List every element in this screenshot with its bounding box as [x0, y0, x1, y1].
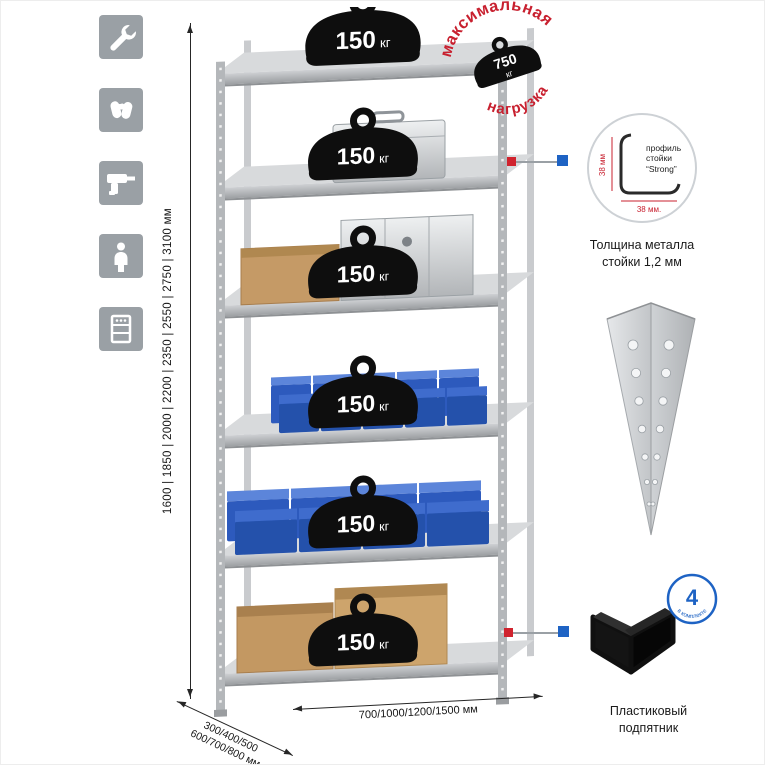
height-dimension-line: [186, 23, 193, 699]
profile-label: “Strong”: [646, 164, 677, 174]
wrench-icon: [99, 15, 143, 59]
profile-label: профиль: [646, 143, 682, 153]
corner-post-image: [606, 302, 696, 536]
svg-text:нагрузка: нагрузка: [481, 79, 557, 127]
profile-dim-vertical: 38 мм: [598, 154, 607, 176]
rack-icon: [99, 307, 143, 351]
callout-marker-blue-bottom: [558, 626, 569, 637]
max-load-stamp: максимальная нагрузка 750 кг: [431, 1, 559, 127]
person-icon: [99, 234, 143, 278]
profile-caption: Толщина металла стойки 1,2 мм: [589, 238, 695, 269]
foot-caption: Пластиковый подпятник: [609, 704, 688, 735]
svg-text:4: 4: [686, 585, 699, 610]
profile-dim-horizontal: 38 мм.: [637, 205, 661, 214]
plastic-foot-image: [590, 608, 676, 675]
profile-detail-circle: 38 мм 38 мм. профиль стойки “Strong”: [587, 113, 697, 223]
callout-line-bottom: [513, 631, 558, 634]
stamp-arc-bottom-text: нагрузка: [481, 79, 557, 127]
kit-count-badge: 4 в комплекте: [666, 573, 718, 625]
rack-back-post: [244, 40, 251, 669]
callout-line-top: [516, 160, 557, 163]
rack-front-posts: [214, 49, 509, 717]
svg-text:кг: кг: [504, 68, 514, 80]
svg-text:750: 750: [492, 50, 519, 73]
stamp-weight: 750 кг: [474, 36, 542, 89]
profile-label: стойки: [646, 153, 672, 163]
rack-back-post: [527, 28, 534, 657]
drill-icon: [99, 161, 143, 205]
callout-marker-blue-top: [557, 155, 568, 166]
gloves-icon: [99, 88, 143, 132]
height-dimension-label: 1600 | 1850 | 2000 | 2200 | 2350 | 2550 …: [162, 207, 174, 515]
callout-marker-red-top: [507, 157, 516, 166]
profile-cross-section: [619, 133, 681, 195]
post-perforation-holes: [627, 339, 675, 507]
callout-marker-red-bottom: [504, 628, 513, 637]
